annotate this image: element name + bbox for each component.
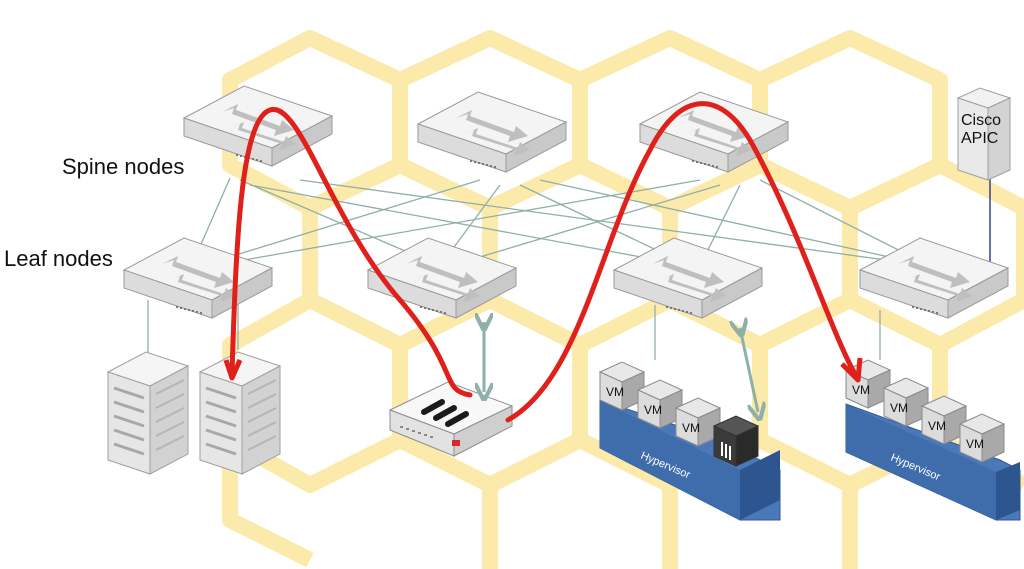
- server-rack-icon-2[interactable]: [198, 350, 282, 476]
- svg-text:VM: VM: [606, 385, 624, 399]
- leaf-switch-1[interactable]: [123, 237, 273, 319]
- apic-label: Cisco APIC: [961, 112, 1013, 148]
- svg-text:VM: VM: [928, 419, 946, 433]
- apic-label-line1: Cisco: [961, 112, 1002, 129]
- svg-text:VM: VM: [682, 421, 700, 435]
- hypervisor-icon-1[interactable]: Hypervisor: [599, 399, 781, 521]
- traffic-path-2: [505, 101, 859, 423]
- svg-text:VM: VM: [644, 403, 662, 417]
- vm-icon: VM: [845, 359, 891, 409]
- bidirectional-arrows: [484, 322, 758, 412]
- virtual-firewall-icon: [712, 415, 760, 467]
- spine-switch-2[interactable]: [417, 91, 567, 173]
- spine-nodes-label: Spine nodes: [62, 154, 185, 179]
- server-rack-icon-1[interactable]: [106, 350, 190, 476]
- vm-icon: VM: [921, 395, 967, 445]
- firewall-icon[interactable]: [388, 381, 514, 457]
- vm-icon: VM: [959, 413, 1005, 463]
- vm-group-2: VM VM VM VM: [845, 359, 1005, 463]
- svg-text:VM: VM: [890, 401, 908, 415]
- svg-text:VM: VM: [852, 383, 870, 397]
- vm-icon: VM: [637, 379, 683, 429]
- vm-icon: VM: [675, 397, 721, 447]
- leaf-switch-4[interactable]: [859, 237, 1009, 319]
- traffic-path-arrow-1: [223, 358, 243, 381]
- apic-label-line2: APIC: [961, 130, 999, 147]
- apic-controller-icon[interactable]: [956, 87, 1012, 181]
- svg-text:VM: VM: [966, 437, 984, 451]
- traffic-path-arrow-2: [840, 357, 863, 383]
- leaf-switch-3[interactable]: [613, 237, 763, 319]
- vm-icon: VM: [883, 377, 929, 427]
- vm-group-1: VM VM VM: [599, 361, 760, 467]
- leaf-nodes-label: Leaf nodes: [4, 246, 113, 271]
- traffic-path: [229, 107, 473, 398]
- hypervisor-icon-2[interactable]: Hypervisor: [845, 403, 1021, 521]
- vm-icon: VM: [599, 361, 645, 411]
